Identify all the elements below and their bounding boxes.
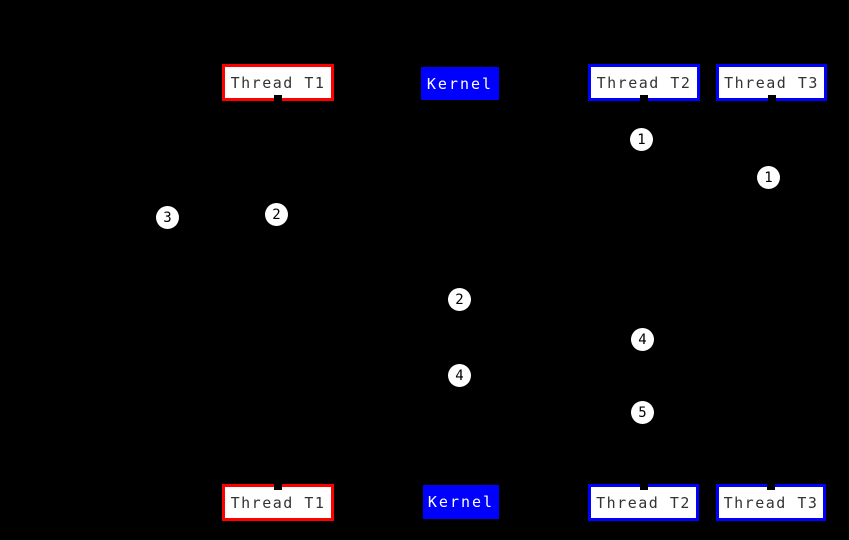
step-marker-2-thread-t1: 2 bbox=[265, 203, 288, 226]
thread-t3-box-bottom: Thread T3 bbox=[716, 484, 826, 521]
kernel-box-top: Kernel bbox=[421, 67, 499, 100]
step-marker-4-kernel: 4 bbox=[448, 364, 471, 387]
lifeline-stub bbox=[640, 95, 648, 101]
thread-t3-label-bottom: Thread T3 bbox=[723, 493, 819, 512]
step-marker-label: 3 bbox=[163, 209, 172, 226]
step-marker-4-thread-t2: 4 bbox=[631, 328, 654, 351]
thread-t1-box-top: Thread T1 bbox=[222, 64, 334, 101]
step-marker-label: 2 bbox=[272, 206, 281, 223]
step-marker-2-kernel: 2 bbox=[448, 288, 471, 311]
kernel-box-bottom: Kernel bbox=[423, 485, 499, 519]
step-marker-label: 4 bbox=[455, 367, 464, 384]
thread-t1-label-top: Thread T1 bbox=[230, 73, 326, 92]
step-marker-5-thread-t2: 5 bbox=[631, 401, 654, 424]
lifeline-stub bbox=[767, 95, 776, 101]
lifeline-stub bbox=[639, 484, 648, 490]
lifeline-stub bbox=[274, 95, 282, 101]
step-marker-label: 5 bbox=[638, 404, 647, 421]
step-marker-label: 1 bbox=[637, 131, 646, 148]
step-marker-label: 1 bbox=[764, 169, 773, 186]
kernel-label-top: Kernel bbox=[426, 74, 494, 93]
lifeline-stub bbox=[274, 484, 282, 490]
step-marker-3: 3 bbox=[156, 206, 179, 229]
step-marker-label: 4 bbox=[638, 331, 647, 348]
thread-t3-box-top: Thread T3 bbox=[716, 64, 827, 101]
step-marker-1-thread-t2: 1 bbox=[630, 128, 653, 151]
step-marker-label: 2 bbox=[455, 291, 464, 308]
step-marker-1-thread-t3: 1 bbox=[757, 166, 780, 189]
kernel-label-bottom: Kernel bbox=[427, 493, 495, 511]
thread-t2-label-bottom: Thread T2 bbox=[596, 493, 691, 512]
thread-t2-box-top: Thread T2 bbox=[588, 64, 700, 101]
thread-t3-label-top: Thread T3 bbox=[724, 73, 819, 92]
thread-t2-box-bottom: Thread T2 bbox=[588, 484, 699, 521]
lifeline-stub bbox=[767, 484, 775, 490]
thread-t1-label-bottom: Thread T1 bbox=[230, 493, 326, 512]
thread-t1-box-bottom: Thread T1 bbox=[222, 484, 334, 521]
thread-t2-label-top: Thread T2 bbox=[596, 73, 692, 92]
